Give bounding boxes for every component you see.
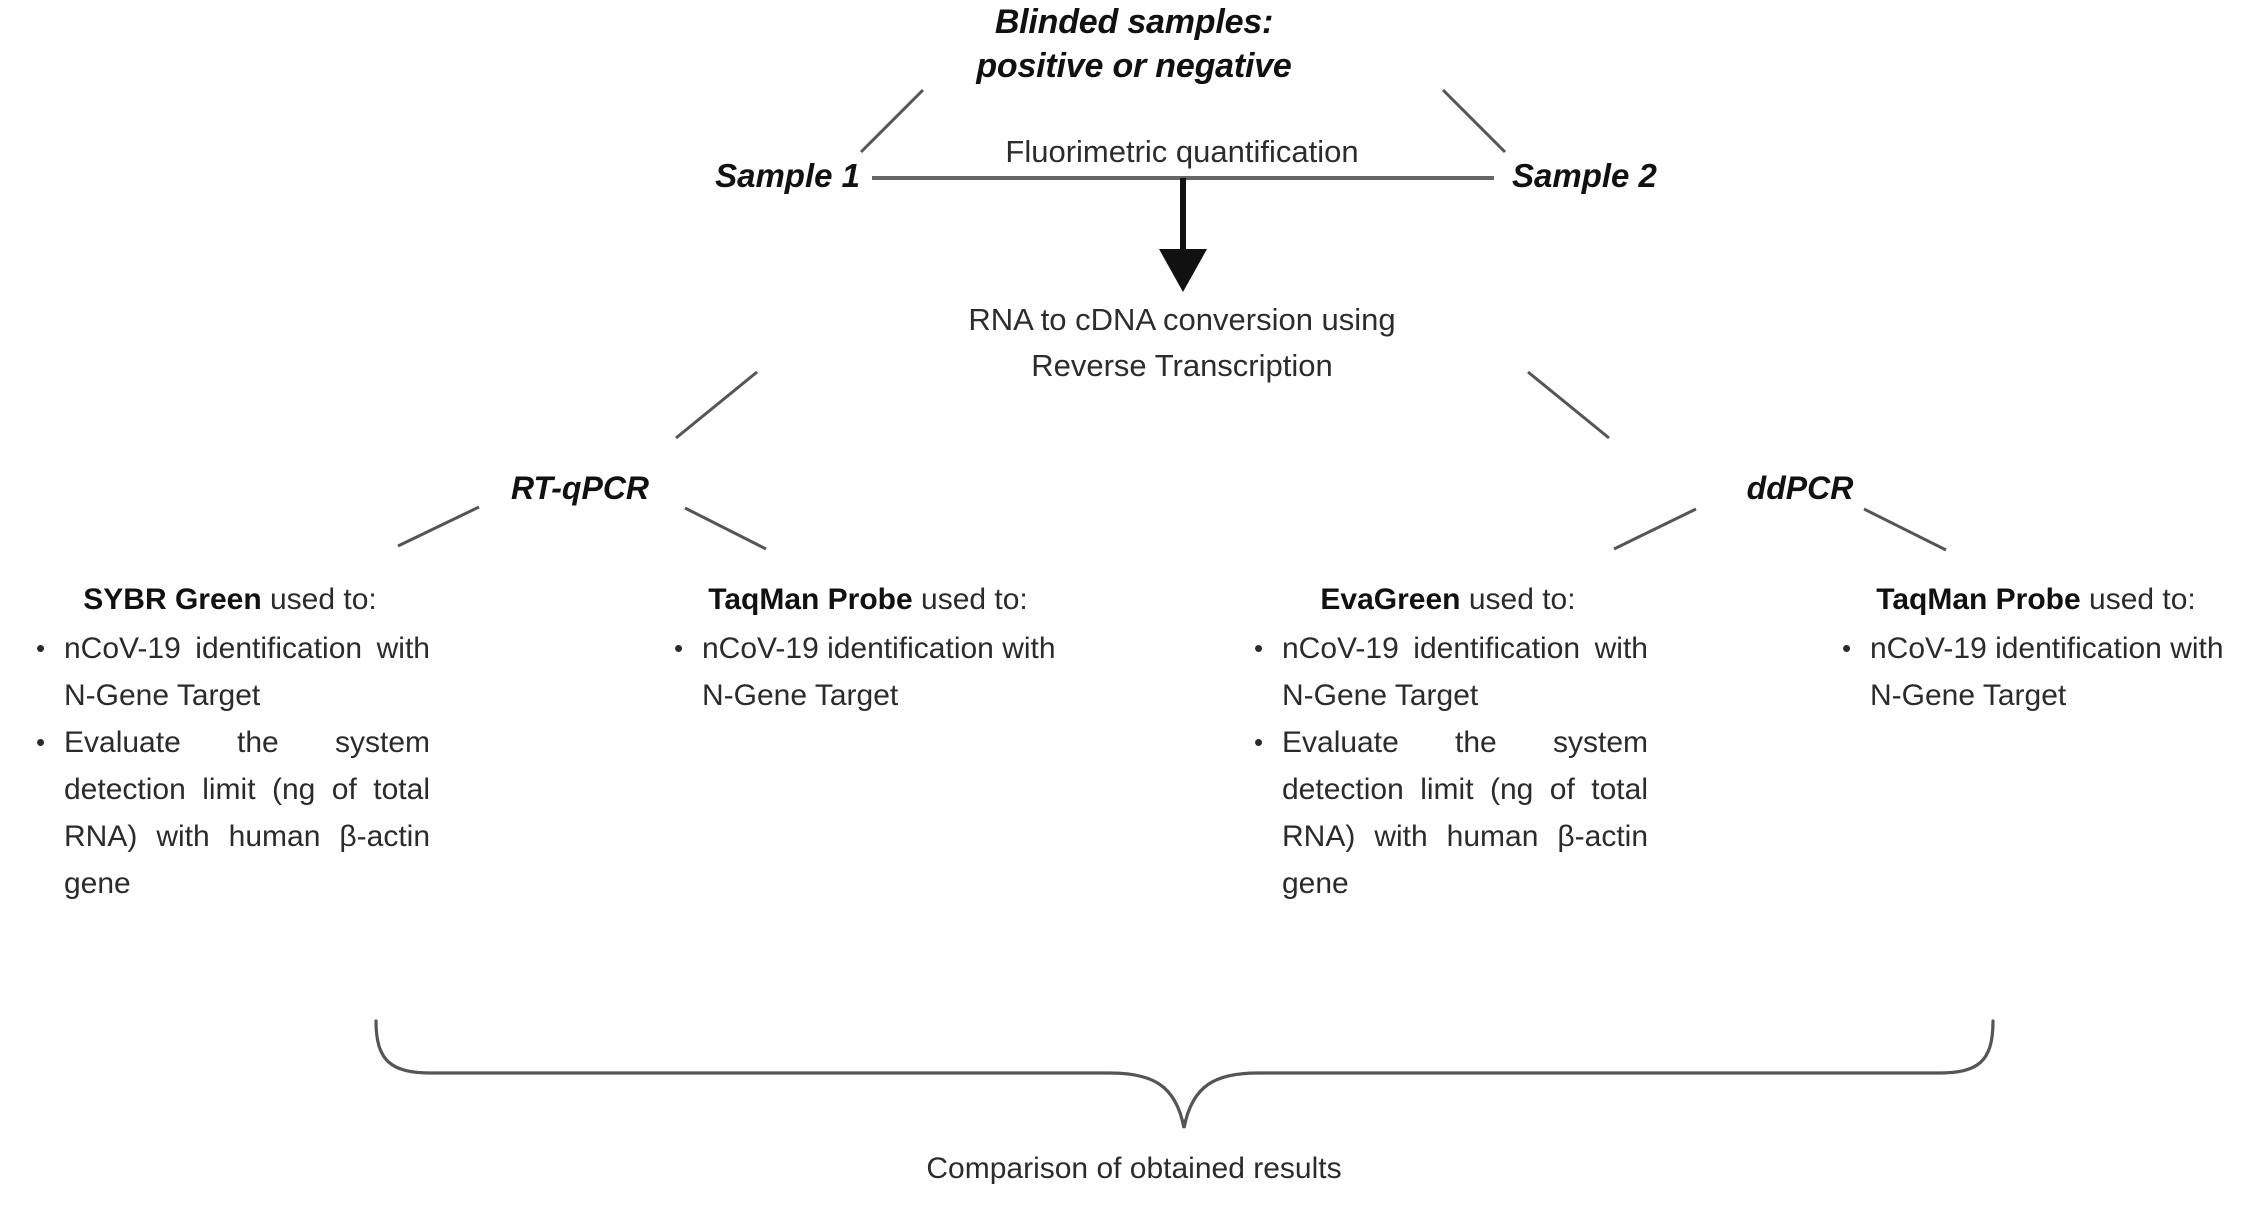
arrow-head-to-conversion [1159, 249, 1207, 292]
list-item: nCoV-19 identification with N-Gene Targe… [1836, 625, 2236, 719]
connector-rtqpcr-to-sybr [397, 505, 480, 548]
rna-to-cdna-step: RNA to cDNA conversion using Reverse Tra… [832, 297, 1532, 389]
column-sybr-green-bullets: nCoV-19 identification with N-Gene Targe… [30, 625, 430, 907]
method-rt-qpcr-label: RT-qPCR [510, 470, 650, 506]
connector-rtqpcr-to-taqman [684, 506, 767, 551]
method-ddpcr-label: ddPCR [1746, 470, 1854, 506]
column-taqman-probe-qpcr-bullets: nCoV-19 identification with N-Gene Targe… [668, 625, 1068, 719]
connector-conversion-to-rtqpcr [675, 370, 758, 440]
column-taqman-probe-ddpcr-heading-suffix: used to: [2080, 583, 2196, 616]
column-taqman-probe-qpcr-heading-suffix: used to: [912, 583, 1028, 616]
list-item: Evaluate the system detection limit (ng … [1248, 719, 1648, 907]
blinded-samples-title-line2: positive or negative [976, 47, 1292, 85]
column-sybr-green-chemistry: SYBR Green [83, 583, 262, 616]
connector-conversion-to-ddpcr [1527, 370, 1610, 440]
summary-brace [374, 1019, 1995, 1129]
fluorimetric-quantification-label: Fluorimetric quantification [1005, 134, 1359, 169]
connector-ddpcr-to-taqman [1863, 507, 1947, 552]
connector-ddpcr-to-evagreen [1613, 507, 1697, 551]
column-sybr-green-heading: SYBR Green used to: [30, 576, 430, 623]
rna-to-cdna-line2: Reverse Transcription [1031, 348, 1333, 383]
column-taqman-probe-ddpcr-chemistry: TaqMan Probe [1876, 583, 2081, 616]
column-taqman-probe-qpcr-chemistry: TaqMan Probe [708, 583, 913, 616]
blinded-samples-title: Blinded samples: positive or negative [884, 0, 1384, 88]
list-item: nCoV-19 identification with N-Gene Targe… [668, 625, 1068, 719]
sample-2-label: Sample 2 [1512, 157, 1657, 194]
column-evagreen-heading-suffix: used to: [1460, 583, 1576, 616]
column-evagreen-heading: EvaGreen used to: [1248, 576, 1648, 623]
column-taqman-probe-ddpcr: TaqMan Probe used to: nCoV-19 identifica… [1836, 576, 2236, 719]
column-sybr-green-heading-suffix: used to: [261, 583, 377, 616]
column-taqman-probe-ddpcr-bullets: nCoV-19 identification with N-Gene Targe… [1836, 625, 2236, 719]
column-evagreen-chemistry: EvaGreen [1320, 583, 1461, 616]
column-evagreen: EvaGreen used to: nCoV-19 identification… [1248, 576, 1648, 907]
column-taqman-probe-qpcr: TaqMan Probe used to: nCoV-19 identifica… [668, 576, 1068, 719]
comparison-of-results-label: Comparison of obtained results [926, 1152, 1342, 1185]
rna-to-cdna-line1: RNA to cDNA conversion using [968, 302, 1396, 337]
list-item: nCoV-19 identification with N-Gene Targe… [30, 625, 430, 719]
list-item: nCoV-19 identification with N-Gene Targe… [1248, 625, 1648, 719]
column-evagreen-bullets: nCoV-19 identification with N-Gene Targe… [1248, 625, 1648, 907]
list-item: Evaluate the system detection limit (ng … [30, 719, 430, 907]
column-taqman-probe-ddpcr-heading: TaqMan Probe used to: [1836, 576, 2236, 623]
column-taqman-probe-qpcr-heading: TaqMan Probe used to: [668, 576, 1068, 623]
sample-1-label: Sample 1 [715, 157, 860, 194]
column-sybr-green: SYBR Green used to: nCoV-19 identificati… [30, 576, 430, 907]
blinded-samples-title-line1: Blinded samples: [994, 3, 1274, 41]
